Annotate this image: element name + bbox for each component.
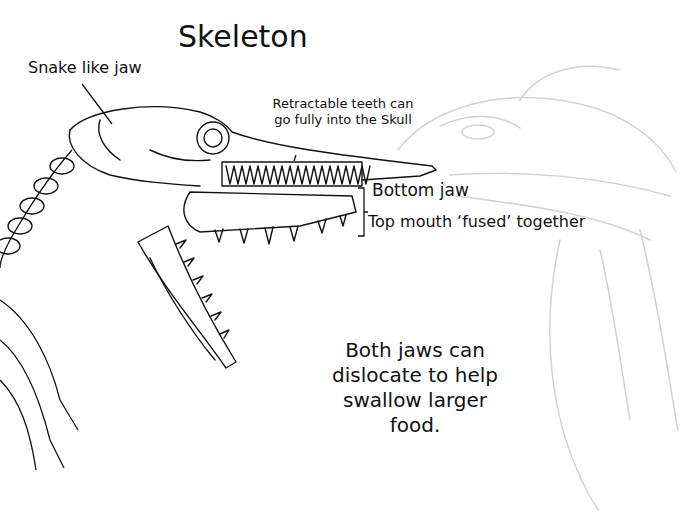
leader-line — [294, 155, 296, 161]
creature-sketch — [398, 66, 678, 510]
leader-line — [82, 84, 112, 124]
part-label: Top mouth ‘fused’ together — [368, 212, 585, 232]
skull — [69, 107, 436, 368]
spine — [0, 150, 78, 470]
note-label: Both jaws can dislocate to help swallow … — [325, 338, 505, 438]
note-label: Retractable teeth can go fully into the … — [268, 96, 418, 129]
title: Skeleton — [178, 18, 308, 56]
part-label: Snake like jaw — [28, 58, 142, 78]
part-label: Bottom jaw — [372, 180, 469, 201]
bracket — [358, 188, 368, 236]
